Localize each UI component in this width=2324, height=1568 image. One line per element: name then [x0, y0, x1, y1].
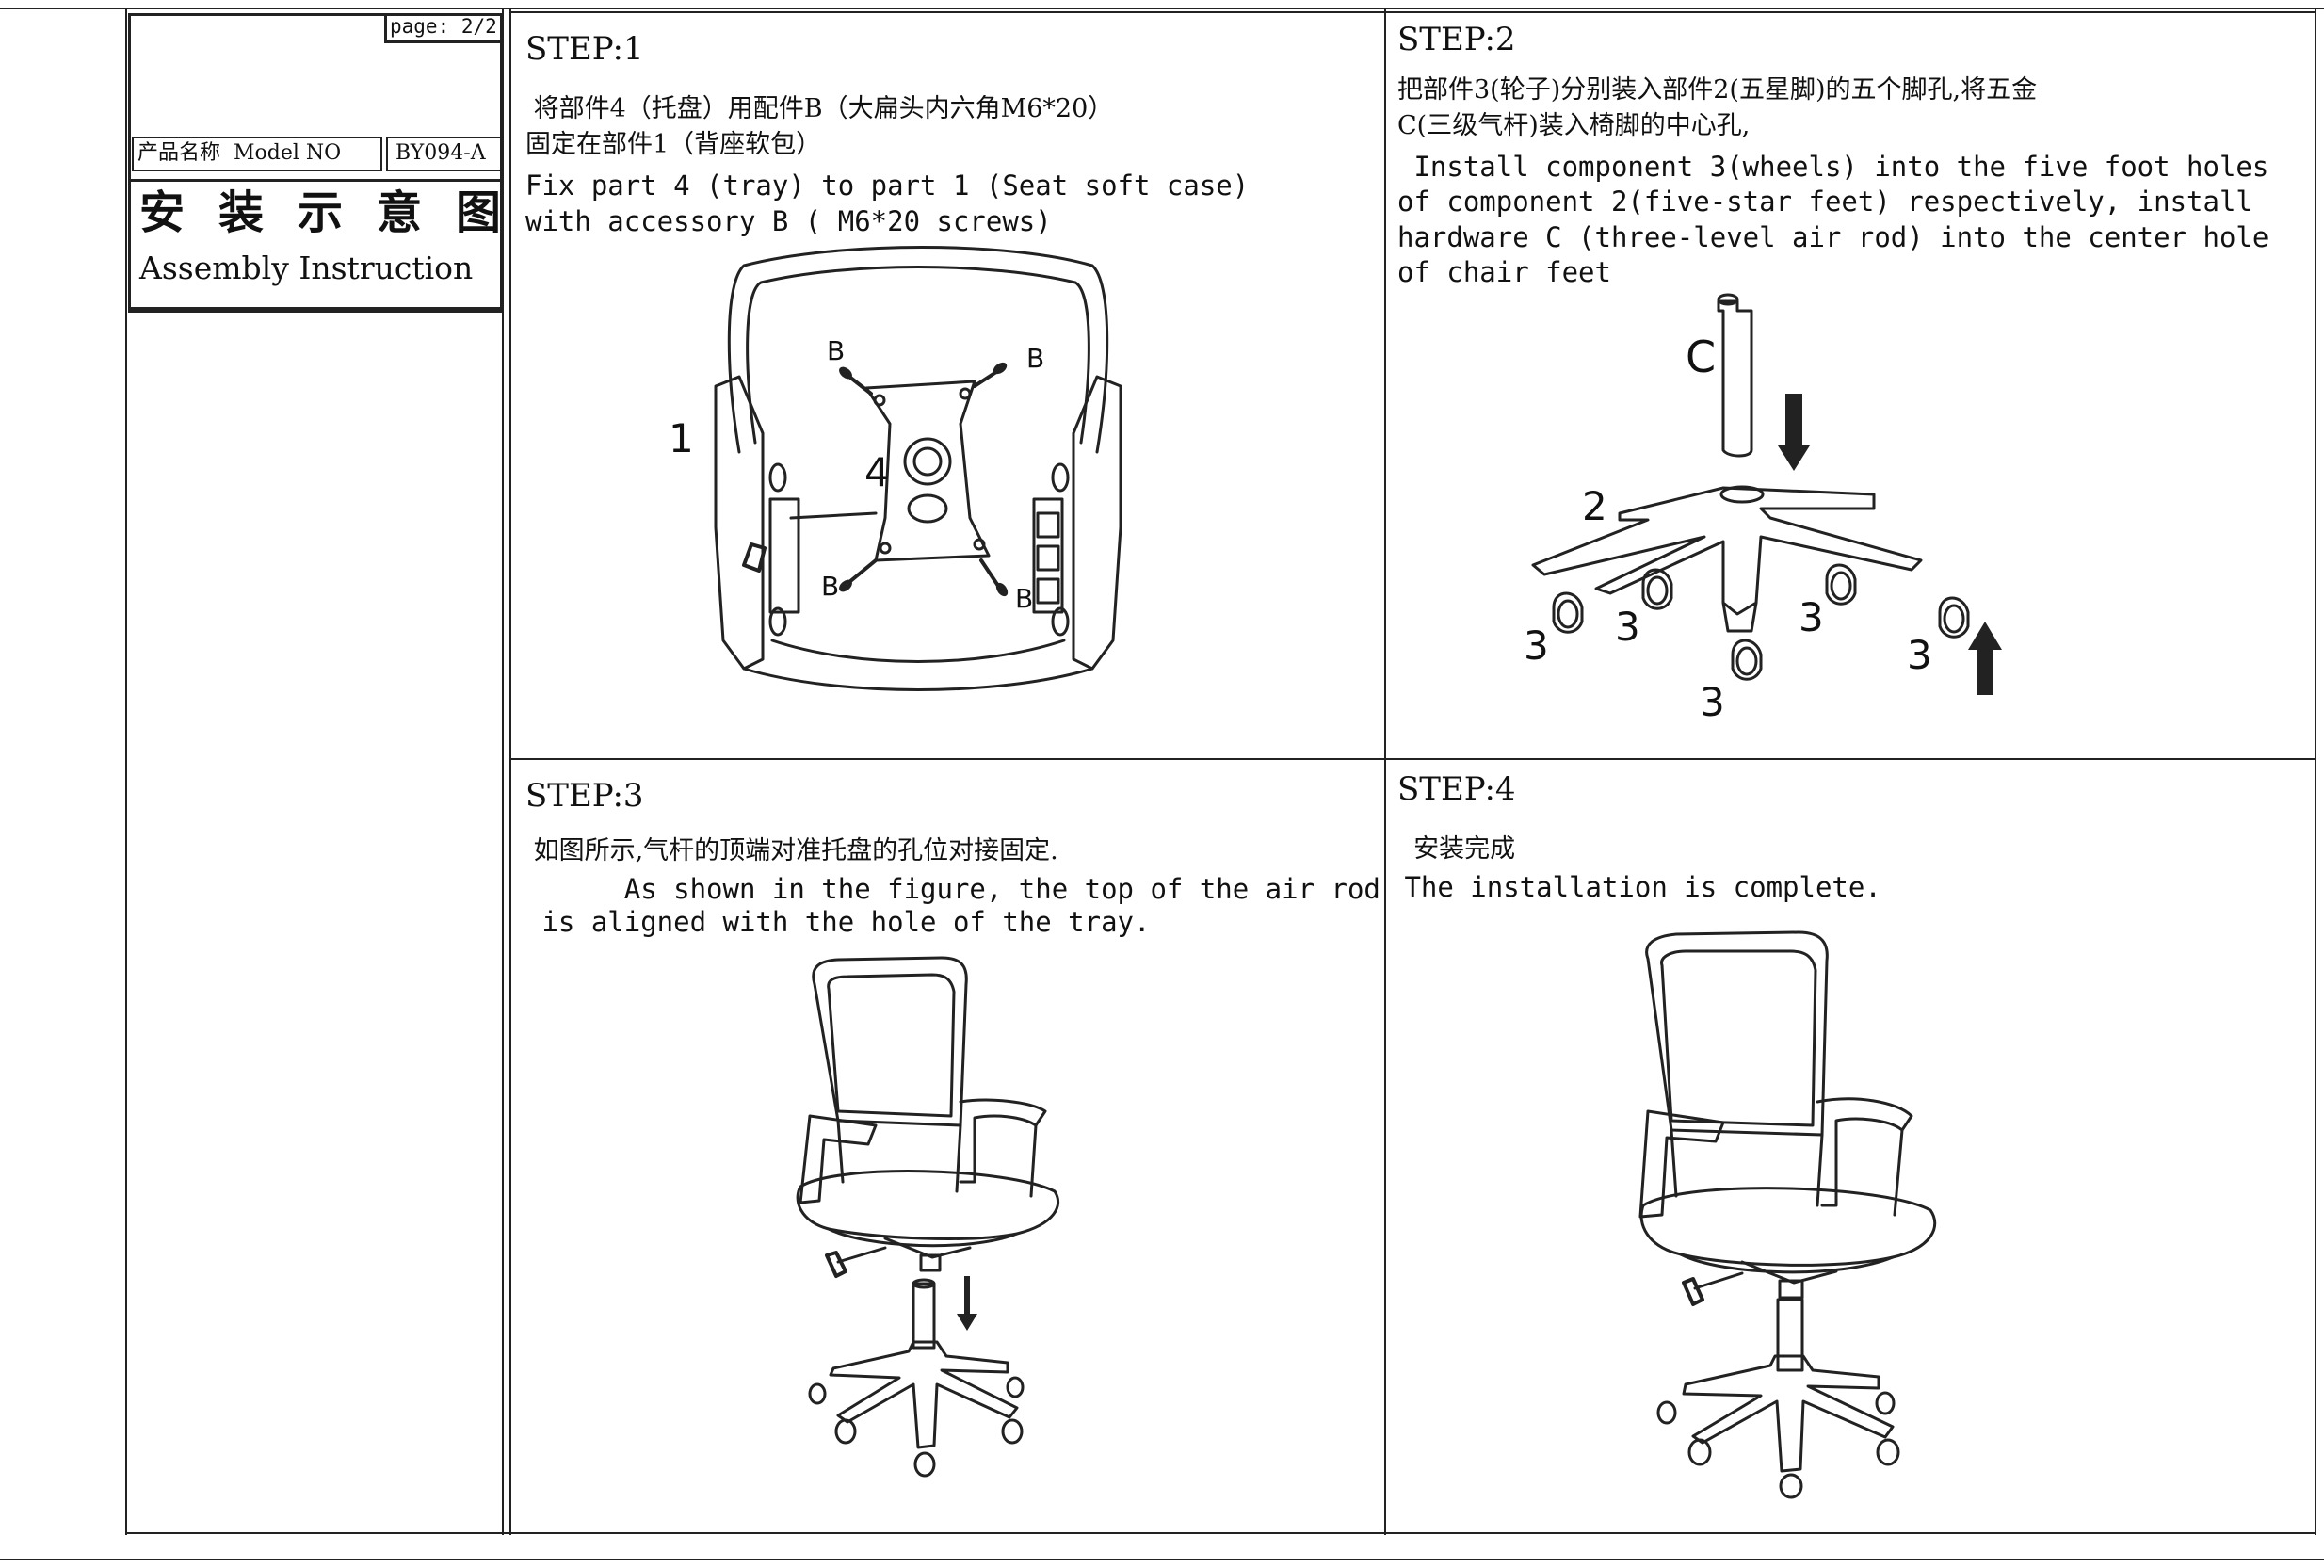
- step2-label-partC: C: [1686, 331, 1716, 382]
- content-right-line: [2315, 9, 2316, 1535]
- model-number-box: [386, 137, 503, 171]
- step2-heading: STEP:2: [1397, 21, 1516, 58]
- step4-heading: STEP:4: [1397, 770, 1516, 808]
- step1-text-cn-2: 固定在部件1（背座软包）: [525, 130, 822, 159]
- model-number: BY094-A: [395, 141, 486, 165]
- content-mid-line: [1384, 9, 1386, 1535]
- step2-label-wheel-1: 3: [1524, 622, 1549, 669]
- content-middle-line: [509, 758, 2316, 760]
- step1-heading: STEP:1: [525, 30, 644, 68]
- page-number-box: [384, 13, 503, 43]
- step2-label-wheel-4: 3: [1907, 632, 1932, 678]
- step3-heading: STEP:3: [525, 777, 644, 815]
- step4-text-cn-1: 安装完成: [1397, 834, 1516, 864]
- outer-top-border: [0, 8, 2324, 9]
- step1-label-part1: 1: [669, 415, 694, 461]
- sidebar-right-line: [502, 9, 504, 1535]
- step2-text-en-4: of chair feet: [1397, 256, 1611, 288]
- step1-label-screw-bl: B: [821, 571, 839, 602]
- step2-text-en-1: Install component 3(wheels) into the fiv…: [1397, 151, 2269, 183]
- step1-label-screw-tl: B: [827, 335, 845, 366]
- outer-bottom-border: [0, 1559, 2324, 1560]
- step1-text-en-2: with accessory B ( M6*20 screws): [525, 205, 1052, 237]
- step2-label-wheel-3: 3: [1799, 594, 1824, 640]
- content-top-line: [509, 11, 2316, 13]
- step1-label-part4: 4: [864, 449, 890, 495]
- step2-text-cn-2: C(三级气杆)装入椅脚的中心孔,: [1397, 111, 1751, 140]
- step3-chair-diagram: [796, 956, 1060, 1478]
- step4-completed-chair-diagram: [1638, 930, 1937, 1499]
- step3-text-en-2: is aligned with the hole of the tray.: [525, 906, 1151, 938]
- page-number: page: 2/2: [390, 15, 497, 38]
- step4-text-en-1: The installation is complete.: [1388, 871, 1881, 903]
- step1-text-en-1: Fix part 4 (tray) to part 1 (Seat soft c…: [525, 170, 1250, 202]
- step2-label-wheel-2: 3: [1615, 604, 1640, 650]
- step2-text-en-3: hardware C (three-level air rod) into th…: [1397, 221, 2269, 253]
- step2-text-cn-1: 把部件3(轮子)分别装入部件2(五星脚)的五个脚孔,将五金: [1397, 75, 2038, 105]
- step1-label-screw-br: B: [1015, 583, 1033, 614]
- step3-text-cn-1: 如图所示,气杆的顶端对准托盘的孔位对接固定.: [525, 836, 1058, 865]
- product-name-box: [132, 137, 382, 171]
- content-left-line: [509, 9, 511, 1535]
- step2-label-wheel-5: 3: [1700, 679, 1725, 725]
- title-divider-top: [128, 179, 503, 182]
- content-bottom-line: [125, 1532, 2316, 1534]
- title-divider-bottom: [128, 307, 503, 310]
- assembly-title-cn: 安装示意图: [139, 186, 536, 239]
- step1-text-cn-1: 将部件4（托盘）用配件B（大扁头内六角M6*20）: [525, 94, 1114, 123]
- left-margin-line: [125, 9, 127, 1535]
- step3-text-en-1: As shown in the figure, the top of the a…: [525, 873, 1380, 905]
- step2-label-part2: 2: [1582, 483, 1607, 529]
- step1-label-screw-tr: B: [1026, 343, 1044, 374]
- product-name-label: 产品名称 Model NO: [137, 141, 342, 165]
- step1-seat-tray-diagram: 1 4 B B B B: [669, 246, 1122, 691]
- step2-text-en-2: of component 2(five-star feet) respectiv…: [1397, 186, 2252, 218]
- step2-base-wheels-diagram: C 2 3 3 3 3 3: [1524, 293, 2002, 725]
- assembly-title-en: Assembly Instruction: [139, 250, 474, 286]
